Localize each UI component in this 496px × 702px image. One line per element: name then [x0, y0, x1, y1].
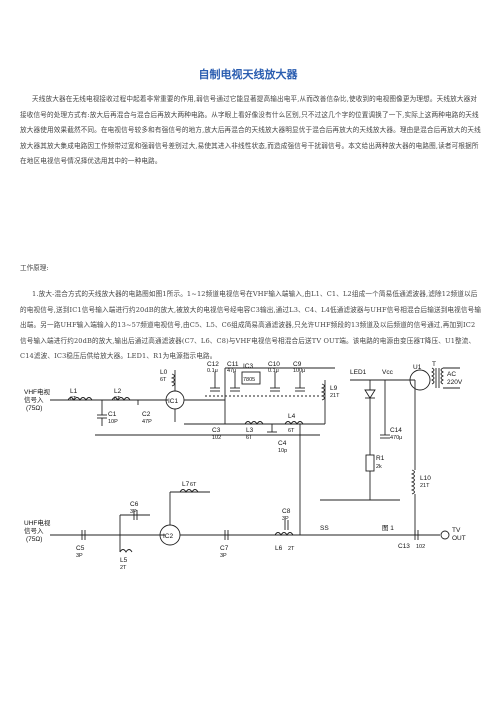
component-label: C4 — [278, 440, 287, 447]
component-label: C3 — [212, 427, 221, 434]
component-value: 3P — [76, 553, 83, 559]
component-label: C1 — [108, 411, 117, 418]
component-label: L7 — [182, 481, 190, 488]
component-value: 10P — [108, 419, 118, 425]
component-label: L3 — [246, 427, 254, 434]
component-value: 7805 — [243, 377, 255, 383]
component-label: T — [432, 361, 436, 368]
component-label: L6 — [275, 545, 283, 552]
component-value: 6T — [160, 377, 167, 383]
component-label: C10 — [268, 361, 280, 368]
component-value: 102 — [416, 544, 425, 550]
ac-label-2: 220V — [447, 379, 463, 386]
component-label: C13 — [398, 543, 410, 550]
component-value: 2T — [120, 565, 127, 571]
component-value: 100μ — [293, 368, 305, 374]
component-label: C5 — [76, 545, 85, 552]
component-value: 10p — [278, 448, 287, 454]
component-value: 3P — [282, 516, 289, 522]
component-label: L9 — [330, 385, 338, 392]
component-label: C8 — [282, 508, 291, 515]
component-value: 21T — [330, 393, 340, 399]
component-value: 0.1μ — [207, 368, 218, 374]
component-label: C9 — [293, 361, 302, 368]
principle-paragraph: 1.放大-混合方式的天线放大器的电路图如图1所示。1~12频道电视信号在VHF输… — [20, 290, 482, 361]
component-label: C7 — [220, 545, 229, 552]
component-value: 6T — [246, 435, 253, 441]
component-label: L0 — [160, 369, 168, 376]
component-label: L5 — [120, 557, 128, 564]
intro-paragraph: 天线放大器在无线电视接收过程中起着非常重要的作用,弱信号通过它能显著提高输出电平… — [20, 95, 481, 166]
component-value: 47P — [142, 419, 152, 425]
uhf-input-label-2: 信号入 — [24, 526, 44, 535]
component-label: LED1 — [350, 369, 367, 376]
component-value: 6T — [288, 428, 295, 434]
figure-label: 图 1 — [382, 524, 394, 532]
component-label: C6 — [130, 501, 139, 508]
component-label: R1 — [376, 455, 385, 462]
circuit-diagram: VHF电视 信号入 (75Ω) UHF电视 信号入 (75Ω) TV OUT A… — [20, 360, 468, 620]
page-title: 自制电视天线放大器 — [198, 68, 298, 81]
component-value: 3P — [130, 509, 137, 515]
component-label: IC2 — [163, 533, 174, 540]
component-value: 2T — [288, 546, 295, 552]
component-label: IC3 — [243, 363, 254, 370]
section-heading: 工作原理: — [20, 264, 49, 272]
component-value: 21T — [420, 483, 430, 489]
component-label: IC1 — [168, 398, 179, 405]
tv-out-label-1: TV — [452, 527, 461, 534]
component-value: 6T — [70, 396, 77, 402]
component-value: 6T — [114, 396, 121, 402]
component-label: Vcc — [382, 369, 394, 376]
component-label: L10 — [420, 475, 431, 482]
component-value: 0.1μ — [268, 368, 279, 374]
component-label: C12 — [207, 361, 219, 368]
uhf-input-label-3: (75Ω) — [26, 536, 42, 543]
component-value: 6T — [190, 482, 197, 488]
ac-label-1: AC — [447, 371, 456, 378]
uhf-input-label-1: UHF电视 — [24, 518, 51, 527]
component-label: C2 — [142, 411, 151, 418]
component-label: U1 — [413, 364, 422, 371]
tv-out-label-2: OUT — [452, 535, 466, 542]
component-value: 470μ — [390, 435, 402, 441]
component-label: C11 — [227, 361, 239, 368]
component-value: 47μ — [227, 368, 236, 374]
component-value: 3P — [220, 553, 227, 559]
vhf-input-label-2: 信号入 — [24, 395, 44, 404]
component-label: L2 — [114, 388, 122, 395]
vhf-input-label-3: (75Ω) — [26, 405, 42, 412]
component-value: 2k — [376, 464, 382, 470]
component-label: L4 — [288, 413, 296, 420]
ss-label: SS — [320, 525, 329, 532]
component-label: L1 — [70, 388, 78, 395]
component-label: C14 — [390, 427, 402, 434]
vhf-input-label-1: VHF电视 — [24, 387, 51, 396]
component-value: 102 — [212, 435, 221, 441]
